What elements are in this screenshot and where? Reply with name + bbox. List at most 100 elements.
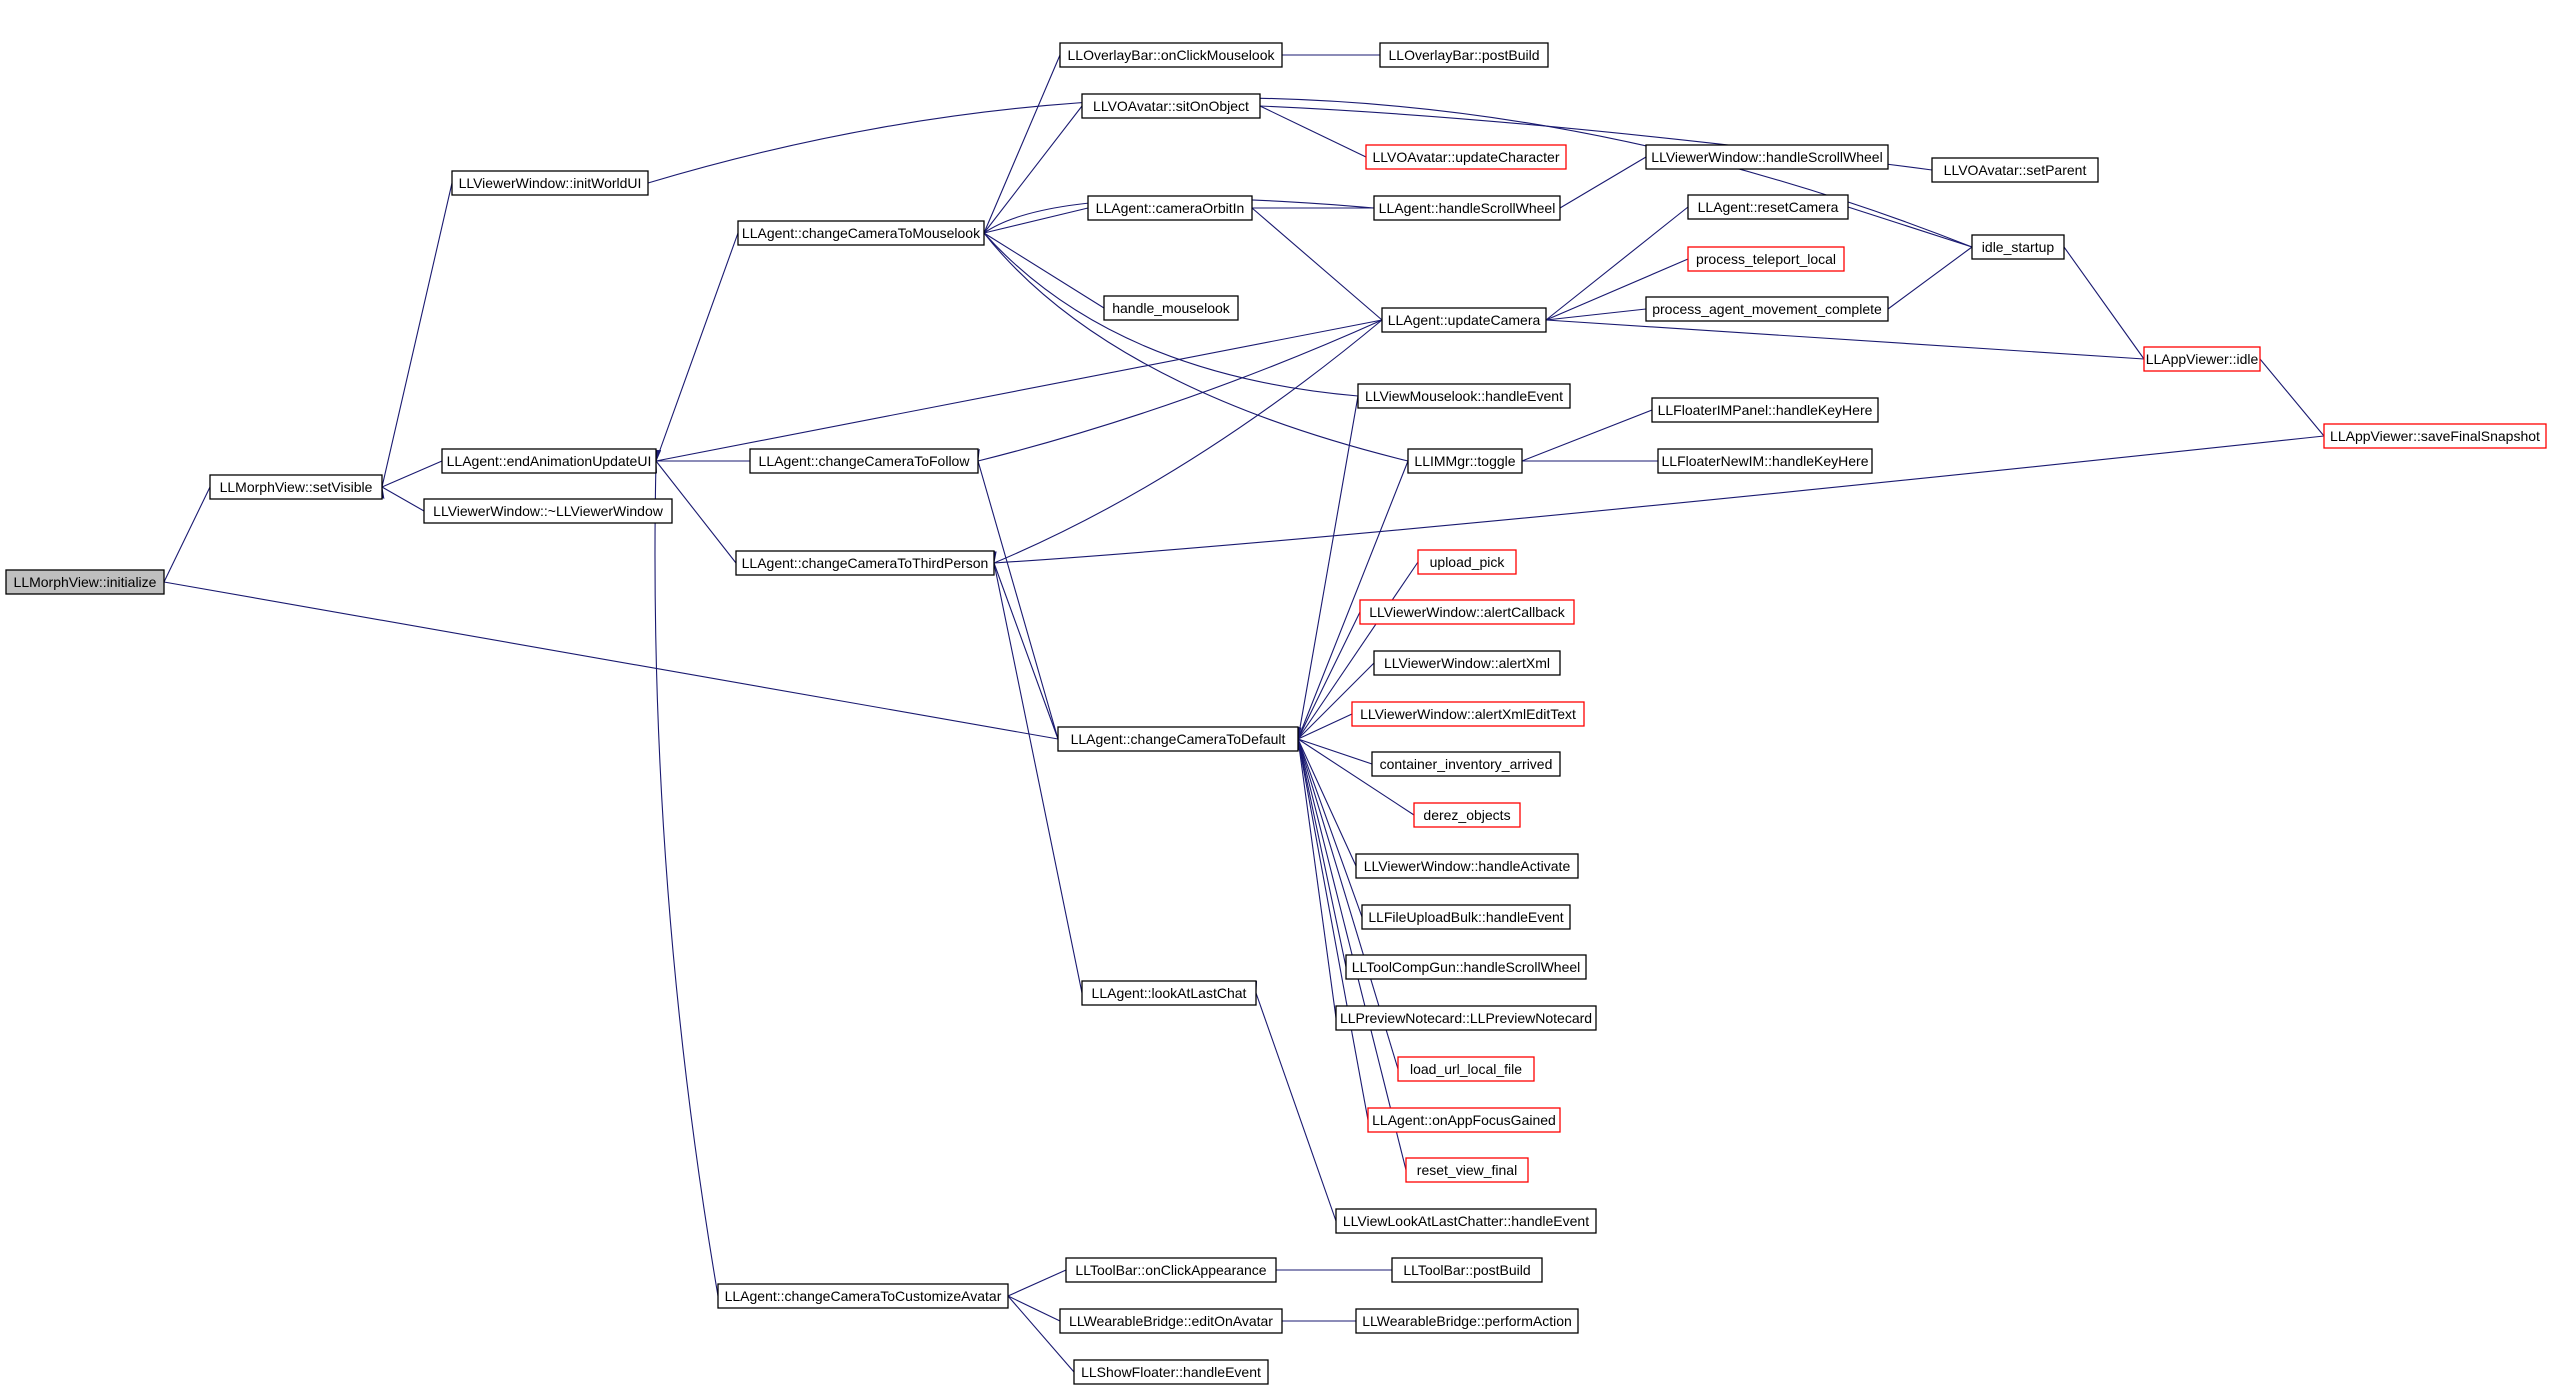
node-n0[interactable]: LLMorphView::initialize [5,569,165,595]
node-label: LLAppViewer::idle [2146,351,2259,367]
node-n2[interactable]: LLViewerWindow::initWorldUI [451,170,649,196]
node-n9[interactable]: LLOverlayBar::onClickMouselook [1059,42,1283,68]
node-n38[interactable]: LLToolCompGun::handleScrollWheel [1345,954,1587,980]
edge-n26-to-n5 [973,221,1409,462]
node-n22[interactable]: idle_startup [1971,234,2065,260]
node-n31[interactable]: LLViewerWindow::alertCallback [1359,599,1575,625]
node-label: LLVOAvatar::sitOnObject [1093,98,1249,114]
node-label: LLAgent::lookAtLastChat [1092,985,1247,1001]
edge-n24-to-n23 [2249,347,2325,437]
node-n1[interactable]: LLMorphView::setVisible [209,474,383,500]
node-box [1381,307,1547,333]
node-n18[interactable]: LLAgent::updateCamera [1381,307,1547,333]
edge-n43-to-n44 [1247,980,1337,1222]
node-n40[interactable]: load_url_local_file [1397,1056,1535,1082]
node-label: LLAgent::endAnimationUpdateUI [447,453,652,469]
node-n37[interactable]: LLFileUploadBulk::handleEvent [1361,904,1571,930]
node-n4[interactable]: LLViewerWindow::~LLViewerWindow [423,498,673,524]
node-n47[interactable]: LLWearableBridge::editOnAvatar [1059,1308,1283,1334]
node-n42[interactable]: reset_view_final [1405,1157,1529,1183]
node-n49[interactable]: LLShowFloater::handleEvent [1073,1359,1269,1385]
edge-n18-to-n7 [981,319,1383,572]
node-box [1081,980,1257,1006]
node-n29[interactable]: LLAgent::changeCameraToDefault [1057,726,1299,752]
node-n48[interactable]: LLWearableBridge::performAction [1355,1308,1579,1334]
node-n28[interactable]: LLFloaterNewIM::handleKeyHere [1657,448,1873,474]
node-n34[interactable]: container_inventory_arrived [1371,751,1561,777]
node-label: LLOverlayBar::onClickMouselook [1068,47,1276,63]
node-box [1645,296,1889,322]
node-n39[interactable]: LLPreviewNotecard::LLPreviewNotecard [1335,1005,1597,1031]
node-box [1657,448,1873,474]
node-n12[interactable]: LLVOAvatar::updateCharacter [1365,144,1567,170]
node-box [1417,549,1517,575]
node-n20[interactable]: process_teleport_local [1687,246,1845,272]
node-n26[interactable]: LLIMMgr::toggle [1407,448,1523,474]
node-box [2323,423,2547,449]
node-box [1645,144,1889,170]
node-n43[interactable]: LLViewLookAtLastChatter::handleEvent [1335,1208,1597,1234]
node-n7[interactable]: LLAgent::changeCameraToThirdPerson [735,550,995,576]
node-box [1335,1208,1597,1234]
node-n46[interactable]: LLToolBar::postBuild [1391,1257,1543,1283]
edge-n16-to-n15 [1547,156,1647,218]
node-label: idle_startup [1982,239,2055,255]
node-n33[interactable]: LLViewerWindow::alertXmlEditText [1351,701,1585,727]
node-box [1365,144,1567,170]
node-n5[interactable]: LLAgent::changeCameraToMouselook [737,220,985,246]
edge-n22-to-n21 [1876,246,1973,320]
edge-n31-to-n29 [1288,611,1361,752]
node-n24[interactable]: LLAppViewer::saveFinalSnapshot [2323,423,2547,449]
node-n10[interactable]: LLOverlayBar::postBuild [1379,42,1549,68]
node-box [1057,726,1299,752]
node-box [1357,383,1571,409]
edge-n2-to-n1 [374,182,453,499]
node-label: LLViewerWindow::alertXmlEditText [1360,706,1576,722]
node-label: LLToolBar::onClickAppearance [1075,1262,1266,1278]
node-label: LLAgent::handleScrollWheel [1379,200,1556,216]
node-box [2143,346,2261,372]
edge-n25-to-n29 [1291,395,1359,751]
node-n44[interactable]: LLAgent::lookAtLastChat [1081,980,1257,1006]
edge-n29-to-n7 [985,550,1059,740]
node-n32[interactable]: LLViewerWindow::alertXml [1373,650,1561,676]
edge-n22-to-n2 [636,97,1973,248]
node-n8[interactable]: LLAgent::changeCameraToCustomizeAvatar [717,1283,1009,1309]
node-n21[interactable]: process_agent_movement_complete [1645,296,1889,322]
edge-n8-to-n3 [651,449,719,1297]
node-box [1931,157,2099,183]
edge-n29-to-n0 [152,575,1059,740]
node-box [1407,448,1523,474]
node-n17[interactable]: handle_mouselook [1103,295,1239,321]
node-n25[interactable]: LLViewMouselook::handleEvent [1357,383,1571,409]
node-n14[interactable]: LLAgent::cameraOrbitIn [1087,195,1253,221]
node-label: LLVOAvatar::updateCharacter [1372,149,1559,165]
node-n27[interactable]: LLFloaterIMPanel::handleKeyHere [1651,397,1879,423]
edge-n41-to-n29 [1291,727,1369,1121]
node-n3[interactable]: LLAgent::endAnimationUpdateUI [441,448,657,474]
node-n13[interactable]: LLVOAvatar::setParent [1931,157,2099,183]
node-box [1351,701,1585,727]
node-box [1373,195,1561,221]
node-label: LLViewerWindow::alertCallback [1369,604,1566,620]
node-n30[interactable]: upload_pick [1417,549,1517,575]
node-label: load_url_local_file [1410,1061,1522,1077]
node-n19[interactable]: LLAgent::resetCamera [1687,194,1849,220]
node-n23[interactable]: LLAppViewer::idle [2143,346,2261,372]
node-box [1065,1257,1277,1283]
node-box [717,1283,1009,1309]
node-n36[interactable]: LLViewerWindow::handleActivate [1355,853,1579,879]
node-n41[interactable]: LLAgent::onAppFocusGained [1367,1107,1561,1133]
edge-n25-to-n5 [972,221,1359,397]
node-n6[interactable]: LLAgent::changeCameraToFollow [749,448,979,474]
node-box [1367,1107,1561,1133]
node-n15[interactable]: LLAgent::handleScrollWheel [1373,195,1561,221]
node-n45[interactable]: LLToolBar::onClickAppearance [1065,1257,1277,1283]
edge-n11-to-n5 [973,105,1083,245]
node-n11[interactable]: LLVOAvatar::sitOnObject [1081,93,1261,119]
node-box [1391,1257,1543,1283]
node-n35[interactable]: derez_objects [1413,802,1521,828]
edge-n4-to-n1 [369,477,425,512]
node-label: LLAgent::onAppFocusGained [1372,1112,1556,1128]
node-n16[interactable]: LLViewerWindow::handleScrollWheel [1645,144,1889,170]
